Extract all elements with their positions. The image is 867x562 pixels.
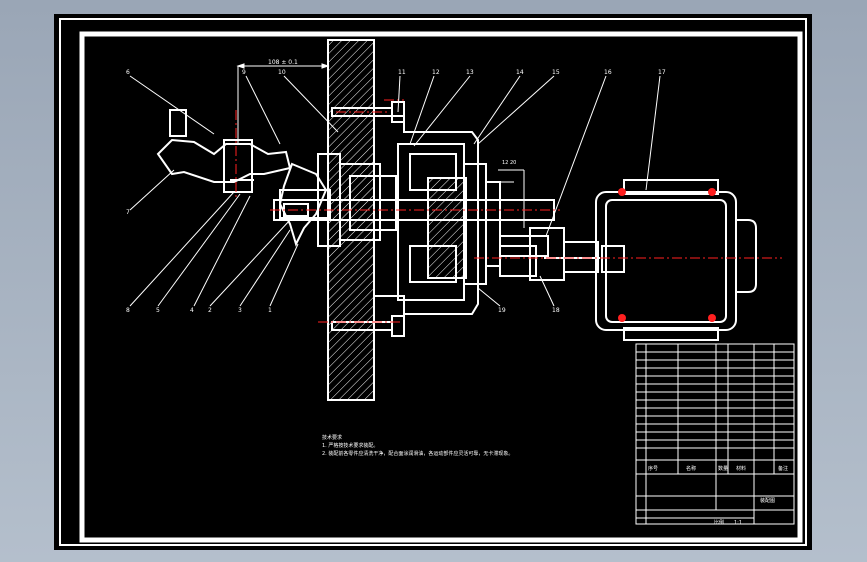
part-label: 3	[238, 307, 242, 314]
part-label: 18	[552, 307, 560, 314]
title-block-text: 序号 名称 数量 材料 备注 装配图 比例 1:1	[648, 465, 788, 526]
part-label: 2	[208, 307, 212, 314]
footer-cell: 1:1	[734, 520, 742, 526]
header-cell: 数量	[718, 465, 728, 472]
title-block	[635, 343, 795, 525]
part-numbers-left: 7 8 5 4 2 3 1	[126, 209, 272, 314]
output-coupling	[499, 227, 600, 281]
part-label: 7	[126, 209, 130, 216]
header-cell: 材料	[736, 465, 746, 472]
header-cell: 备注	[778, 465, 788, 472]
footer-cell: 比例	[714, 519, 724, 526]
cad-drawing: 108 ± 0.1	[59, 18, 807, 546]
title-block-name: 装配图	[760, 497, 775, 504]
notes-line: 2. 装配前各零件应清洗干净，配合面涂润滑油，各运动部件应灵活可靠，无卡滞现象。	[322, 451, 514, 457]
outer-frame	[59, 18, 807, 546]
bevel-gear-assembly	[156, 109, 331, 247]
part-label: 12	[432, 69, 440, 76]
header-cell: 名称	[686, 465, 696, 472]
technical-notes: 技术要求 1. 严格按技术要求装配。 2. 装配前各零件应清洗干净，配合面涂润滑…	[322, 434, 582, 458]
notes-line: 1. 严格按技术要求装配。	[322, 443, 379, 449]
part-label: 4	[190, 307, 194, 314]
right-dimension	[494, 169, 525, 228]
top-dimension	[236, 63, 330, 144]
right-dimension-text: 12 20	[502, 160, 516, 166]
part-label: 16	[604, 69, 612, 76]
inner-frame	[79, 31, 803, 543]
part-label: 19	[498, 307, 506, 314]
part-label: 14	[516, 69, 524, 76]
part-label: 11	[398, 69, 406, 76]
drawing-viewport[interactable]: 108 ± 0.1	[54, 14, 812, 550]
part-label: 15	[552, 69, 560, 76]
upper-bolt	[331, 101, 405, 123]
header-cell: 序号	[648, 465, 658, 472]
part-numbers-top: 6 9 10 11 12 13 14 15 16 17	[126, 69, 666, 76]
part-label: 9	[242, 69, 246, 76]
part-label: 5	[156, 307, 160, 314]
part-label: 13	[466, 69, 474, 76]
leader-lines	[129, 75, 661, 307]
part-label: 8	[126, 307, 130, 314]
notes-heading: 技术要求	[322, 435, 343, 441]
part-label: 1	[268, 307, 272, 314]
part-label: 6	[126, 69, 130, 76]
motor	[595, 179, 757, 341]
top-dimension-text: 108 ± 0.1	[268, 59, 298, 66]
part-label: 10	[278, 69, 286, 76]
part-numbers-bottom: 19 18	[498, 307, 560, 314]
gearbox-housing	[374, 115, 501, 315]
part-label: 17	[658, 69, 666, 76]
centerlines	[235, 99, 782, 323]
